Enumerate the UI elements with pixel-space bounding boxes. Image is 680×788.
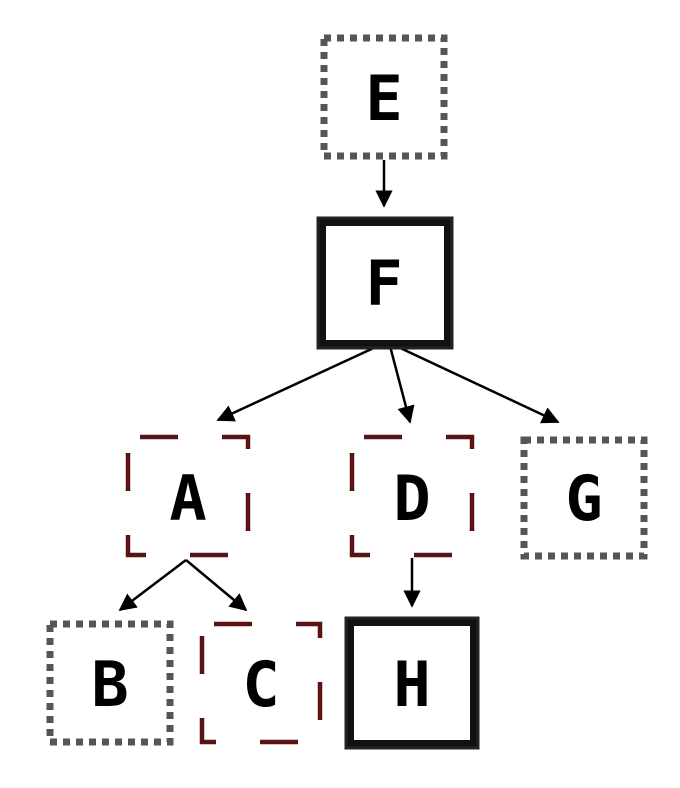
node-a-border	[125, 434, 251, 558]
node-d-label: D	[393, 462, 430, 535]
node-e-label: E	[365, 62, 402, 135]
node-b-label: B	[91, 648, 128, 721]
node-d-border	[349, 434, 475, 558]
node-h: H	[344, 616, 480, 750]
node-c-label: C	[242, 648, 279, 721]
node-f-label: F	[365, 247, 402, 320]
node-h-label: H	[393, 648, 430, 721]
node-c-border	[199, 621, 323, 745]
edge-f-d	[388, 345, 415, 424]
node-f-border	[318, 218, 452, 348]
node-e-border	[320, 34, 448, 160]
edge-a-b	[118, 559, 187, 612]
node-b-border	[46, 620, 174, 746]
node-d: D	[349, 434, 475, 558]
edge-f-g	[395, 344, 560, 424]
node-g-label: G	[565, 462, 602, 535]
node-h-border	[346, 618, 478, 748]
edges	[118, 160, 560, 612]
node-c: C	[199, 621, 323, 745]
node-g: G	[520, 436, 648, 560]
edge-a-c	[185, 559, 248, 612]
node-a-label: A	[169, 462, 206, 535]
node-b: B	[46, 620, 174, 746]
node-f: F	[316, 216, 454, 350]
node-a: A	[125, 434, 251, 558]
node-e: E	[320, 34, 448, 160]
edge-f-a	[216, 344, 379, 422]
